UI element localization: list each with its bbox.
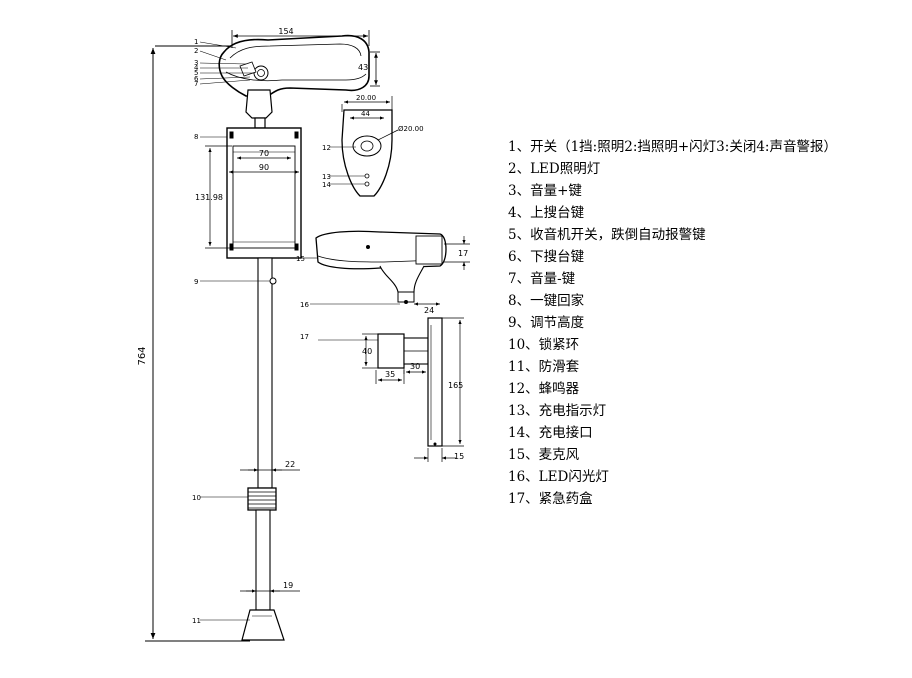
legend-item: 8、一键回家: [508, 293, 585, 309]
box-depth-label: 30: [410, 362, 420, 371]
legend-item: 5、收音机开关，跌倒自动报警键: [508, 227, 706, 243]
handle-length-dimension: [231, 30, 370, 48]
panel-inner-width-label: 70: [259, 149, 269, 158]
box-height-label: 40: [362, 347, 372, 356]
overall-height-dimension: [145, 45, 250, 642]
callout-10: 10: [192, 494, 201, 502]
box-width-label: 35: [385, 370, 395, 379]
callout-15: 15: [296, 255, 305, 263]
callout-3: 3: [194, 59, 198, 67]
legend-item: 7、音量-键: [508, 271, 576, 287]
end-view-width-label: 20.00: [356, 94, 376, 102]
callout-16: 16: [300, 301, 309, 309]
callout-11: 11: [192, 617, 201, 625]
underside-height-label: 17: [458, 249, 468, 258]
end-view-inner-label: 44: [361, 110, 370, 118]
callout-2: 2: [194, 47, 198, 55]
handle-underside-view: [315, 230, 447, 304]
callout-1: 1: [194, 38, 198, 46]
legend-item: 4、上搜台键: [508, 205, 585, 221]
legend-item: 15、麦克风: [508, 447, 580, 463]
end-view-diameter-label: Ø20.00: [398, 125, 424, 133]
legend-item: 17、紧急药盒: [508, 491, 593, 507]
callout-8: 8: [194, 133, 198, 141]
tube-lower-label: 19: [283, 581, 293, 590]
callout-6: 6: [194, 75, 199, 83]
callout-4: 4: [194, 64, 199, 72]
legend-item: 9、调节高度: [508, 315, 585, 331]
bracket-height-label: 165: [448, 381, 463, 390]
handle-height-dimension: [370, 51, 380, 87]
callout-7: 7: [194, 80, 198, 88]
handle-height-label: 43: [358, 63, 368, 72]
handle-callout-numbers: 1 2 3 4 5 6 7: [194, 38, 199, 88]
handle-side-view: [218, 34, 370, 97]
panel-height-dimension: [205, 145, 232, 249]
underside-height-dimension: [444, 236, 470, 270]
medicine-box-side-view: [377, 317, 443, 447]
bracket-width-label: 15: [454, 452, 464, 461]
legend-item: 1、开关（1挡:照明2:挡照明+闪灯3:关闭4:声音警报）: [508, 139, 837, 155]
parts-legend: 1、开关（1挡:照明2:挡照明+闪灯3:关闭4:声音警报） 2、LED照明灯 3…: [508, 136, 837, 510]
legend-item: 2、LED照明灯: [508, 161, 601, 177]
legend-item: 14、充电接口: [508, 425, 593, 441]
panel-width-dimensions: [229, 156, 299, 174]
legend-item: 13、充电指示灯: [508, 403, 607, 419]
tube-upper-label: 22: [285, 460, 295, 469]
legend-item: 12、蜂鸣器: [508, 381, 580, 397]
end-view-dimensions: [341, 96, 399, 141]
legend-item: 11、防滑套: [508, 359, 580, 375]
callout-9: 9: [194, 278, 198, 286]
panel-outer-width-label: 90: [259, 163, 269, 172]
callout-17-box: 17: [300, 333, 309, 341]
legend-item: 3、音量+键: [508, 183, 582, 199]
panel-height-label: 131.98: [195, 193, 223, 202]
medicine-box-dimensions: [362, 317, 464, 462]
callout-5: 5: [194, 69, 198, 77]
cane-shaft: [241, 257, 285, 641]
legend-item: 10、锁紧环: [508, 337, 580, 353]
callout-13: 13: [322, 173, 331, 181]
light-offset-label: 24: [424, 306, 434, 315]
handle-length-label: 154: [278, 27, 293, 36]
legend-item: 16、LED闪光灯: [508, 469, 609, 485]
callout-14: 14: [322, 181, 331, 189]
control-panel: [226, 127, 302, 259]
tube-diameter-dimensions: [240, 468, 300, 593]
handle-callout-leaders: [199, 41, 254, 85]
callout-12: 12: [322, 144, 331, 152]
legend-item: 6、下搜台键: [508, 249, 585, 265]
handle-end-view: [341, 109, 393, 197]
height-adjust-button: [269, 277, 277, 285]
overall-height-label: 764: [137, 346, 148, 365]
handle-neck: [245, 89, 273, 129]
